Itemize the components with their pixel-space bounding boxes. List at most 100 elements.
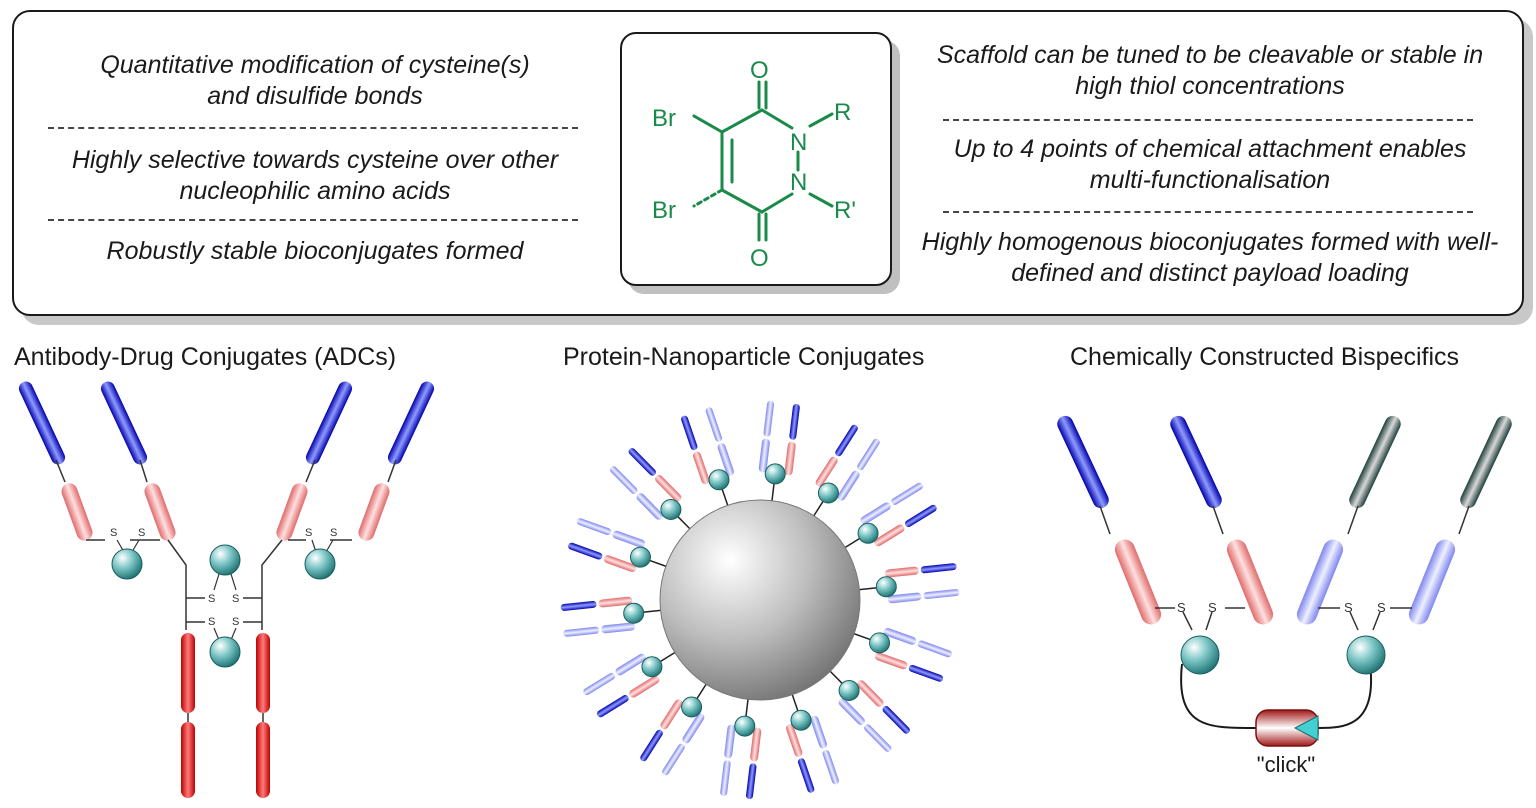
pyridazinedione-linker [838,680,860,702]
heavy-chain-domain [662,743,685,776]
light-chain-domain [874,524,905,547]
heavy-chain-domain [763,400,774,437]
heavy-chain-domain [583,672,616,696]
heavy-chain-domain [917,640,952,658]
light-chain-domain [636,493,663,520]
light-chain-domain [750,727,762,762]
light-chain-domain [857,680,884,707]
light-chain-domain [660,699,683,730]
light-chain-domain [717,443,735,476]
protein-fragment [640,683,707,776]
heavy-chain-domain [610,466,638,494]
protein-fragment [568,518,667,573]
heavy-chain-domain [882,706,910,734]
light-chain-domain [615,653,646,676]
nanoparticle-title: Protein-Nanoparticle Conjugates [563,343,925,371]
light-chain-domain [810,715,827,749]
adc-title: Antibody-Drug Conjugates (ADCs) [14,343,397,371]
substituent-r-prime-label: R' [834,197,856,224]
protein-fragment [720,699,762,800]
molecule-box: O O Br Br N N R R' [620,32,892,286]
light-chain-domain [838,698,865,725]
heavy-chain-domain [705,407,723,442]
nanoparticle-diagram [560,400,960,800]
pyridazinedione-linker [641,656,663,678]
adc-diagram: S S S S S S S S [18,381,435,798]
pyridazinedione-linker [817,482,839,504]
pyridazinedione-linker [790,709,812,731]
heavy-chain-domain [1057,415,1512,509]
sulfur-label: S [1344,600,1353,615]
light-chain-domain [61,483,390,541]
pyridazinedione-linker [764,463,786,485]
heavy-chain-domain [822,749,839,785]
heavy-chain-domain [720,760,731,797]
feature-right-2: Up to 4 points of chemical attachment en… [953,135,1467,194]
oxygen-bottom-label: O [750,245,769,272]
light-chain-domain [758,438,770,473]
feature-left-1: Quantitative modification of cysteine(s)… [100,51,530,110]
sulfur-label: S [305,527,312,539]
protein-fragment [560,596,661,637]
nitrogen-bottom-label: N [790,169,807,196]
feature-left-2: Highly selective towards cysteine over o… [71,146,559,205]
sulfur-label: S [232,593,239,605]
pyridazinedione-linker [875,576,897,598]
pyridazinedione-linker [869,632,891,654]
light-chain-domain [887,592,922,604]
pyridazinedione-linker [623,602,645,624]
heavy-chain-domain [789,403,800,440]
light-chain-domain [784,441,796,476]
pyridazinedione-linker [708,469,730,491]
bispecific-title: Chemically Constructed Bispecifics [1070,343,1460,371]
heavy-chain-domain [904,504,937,528]
heavy-chain-domain [908,664,944,682]
heavy-chain-domain [857,438,880,471]
sulfur-label: S [208,593,215,605]
oxygen-top-label: O [750,57,769,84]
dibromopyridazinedione-structure: O O Br Br N N R R' [652,57,856,272]
protein-fragment [829,670,910,752]
heavy-chain-domain [18,381,435,465]
pyridazinedione-linker [629,546,651,568]
light-chain-domain [601,622,636,634]
light-chain-domain [815,456,838,487]
click-label: "click" [1257,752,1315,777]
heavy-chain-domain [640,729,663,762]
heavy-chain-domain [681,415,698,451]
heavy-chain-domain [568,542,603,560]
light-chain-domain [1114,539,1456,625]
protein-fragment [681,407,735,506]
sulfur-label: S [138,527,145,539]
heavy-chain-domain [864,724,892,752]
light-chain-domain [724,724,736,759]
protein-fragment [610,448,691,530]
heavy-chain-domain [628,448,656,476]
feature-right-3: Highly homogenous bioconjugates formed w… [921,228,1499,287]
light-chain-domain [837,470,860,501]
fc-domain [181,633,270,798]
feature-left-3: Robustly stable bioconjugates formed [106,237,524,265]
light-chain-domain [603,555,637,573]
heavy-chain-domain [891,482,924,505]
click-linker [1255,709,1319,747]
heavy-chain-domain [560,600,597,611]
heavy-chain-domain [923,589,960,600]
heavy-chain-domain [797,758,815,793]
protein-fragment [853,627,952,682]
light-chain-domain [682,713,705,744]
protein-fragment [758,400,800,501]
protein-fragment [859,563,960,604]
divider [943,119,1473,121]
bromine-top-label: Br [652,105,676,132]
light-chain-domain [860,502,891,525]
divider [48,219,578,221]
protein-fragment [813,424,880,517]
heavy-chain-domain [835,424,858,457]
nanoparticle-sphere [659,499,861,701]
light-chain-domain [629,675,660,698]
sulfur-label: S [1177,600,1186,615]
protein-fragment [583,651,676,718]
light-chain-domain [883,627,917,645]
heavy-chain-domain [920,563,957,574]
